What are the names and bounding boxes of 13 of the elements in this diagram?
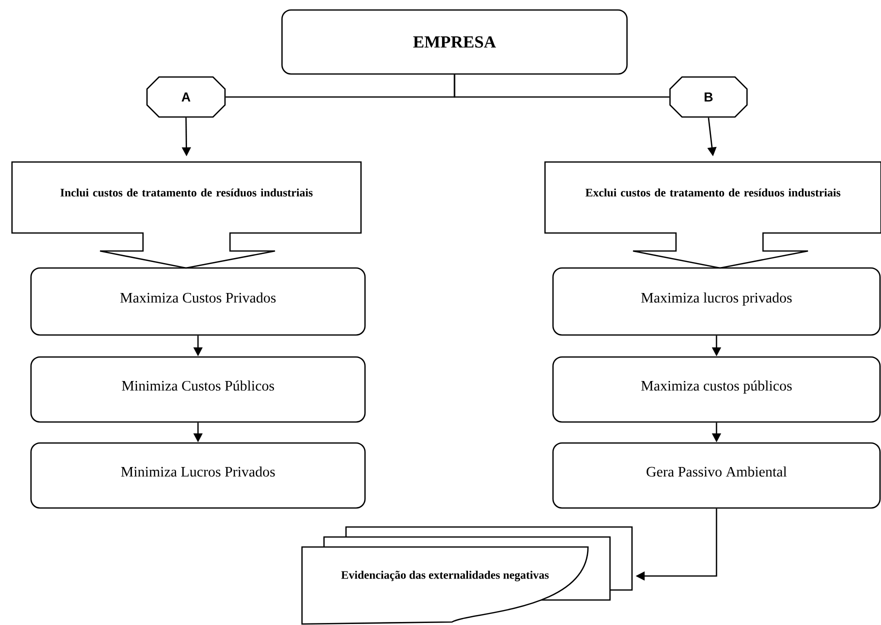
process-box: Maximiza lucros privados [552,267,881,336]
process-box: Minimiza Lucros Privados [30,442,366,509]
process-box: Maximiza custos públicos [552,356,881,423]
title-box: EMPRESA [281,9,628,75]
octagon-label: A [146,76,226,118]
process-box: Minimiza Custos Públicos [30,356,366,423]
callout-box: Inclui custos de tratamento de resíduos industriais [11,161,362,269]
process-box: Maximiza Custos Privados [30,267,366,336]
octagon-label: B [669,76,748,118]
document-stack: Evidenciação das externalidades negativas [301,526,633,625]
callout-box: Exclui custos de tratamento de resíduos industriais [544,161,881,269]
process-box: Gera Passivo Ambiental [552,442,881,509]
connector-line [454,74,670,98]
